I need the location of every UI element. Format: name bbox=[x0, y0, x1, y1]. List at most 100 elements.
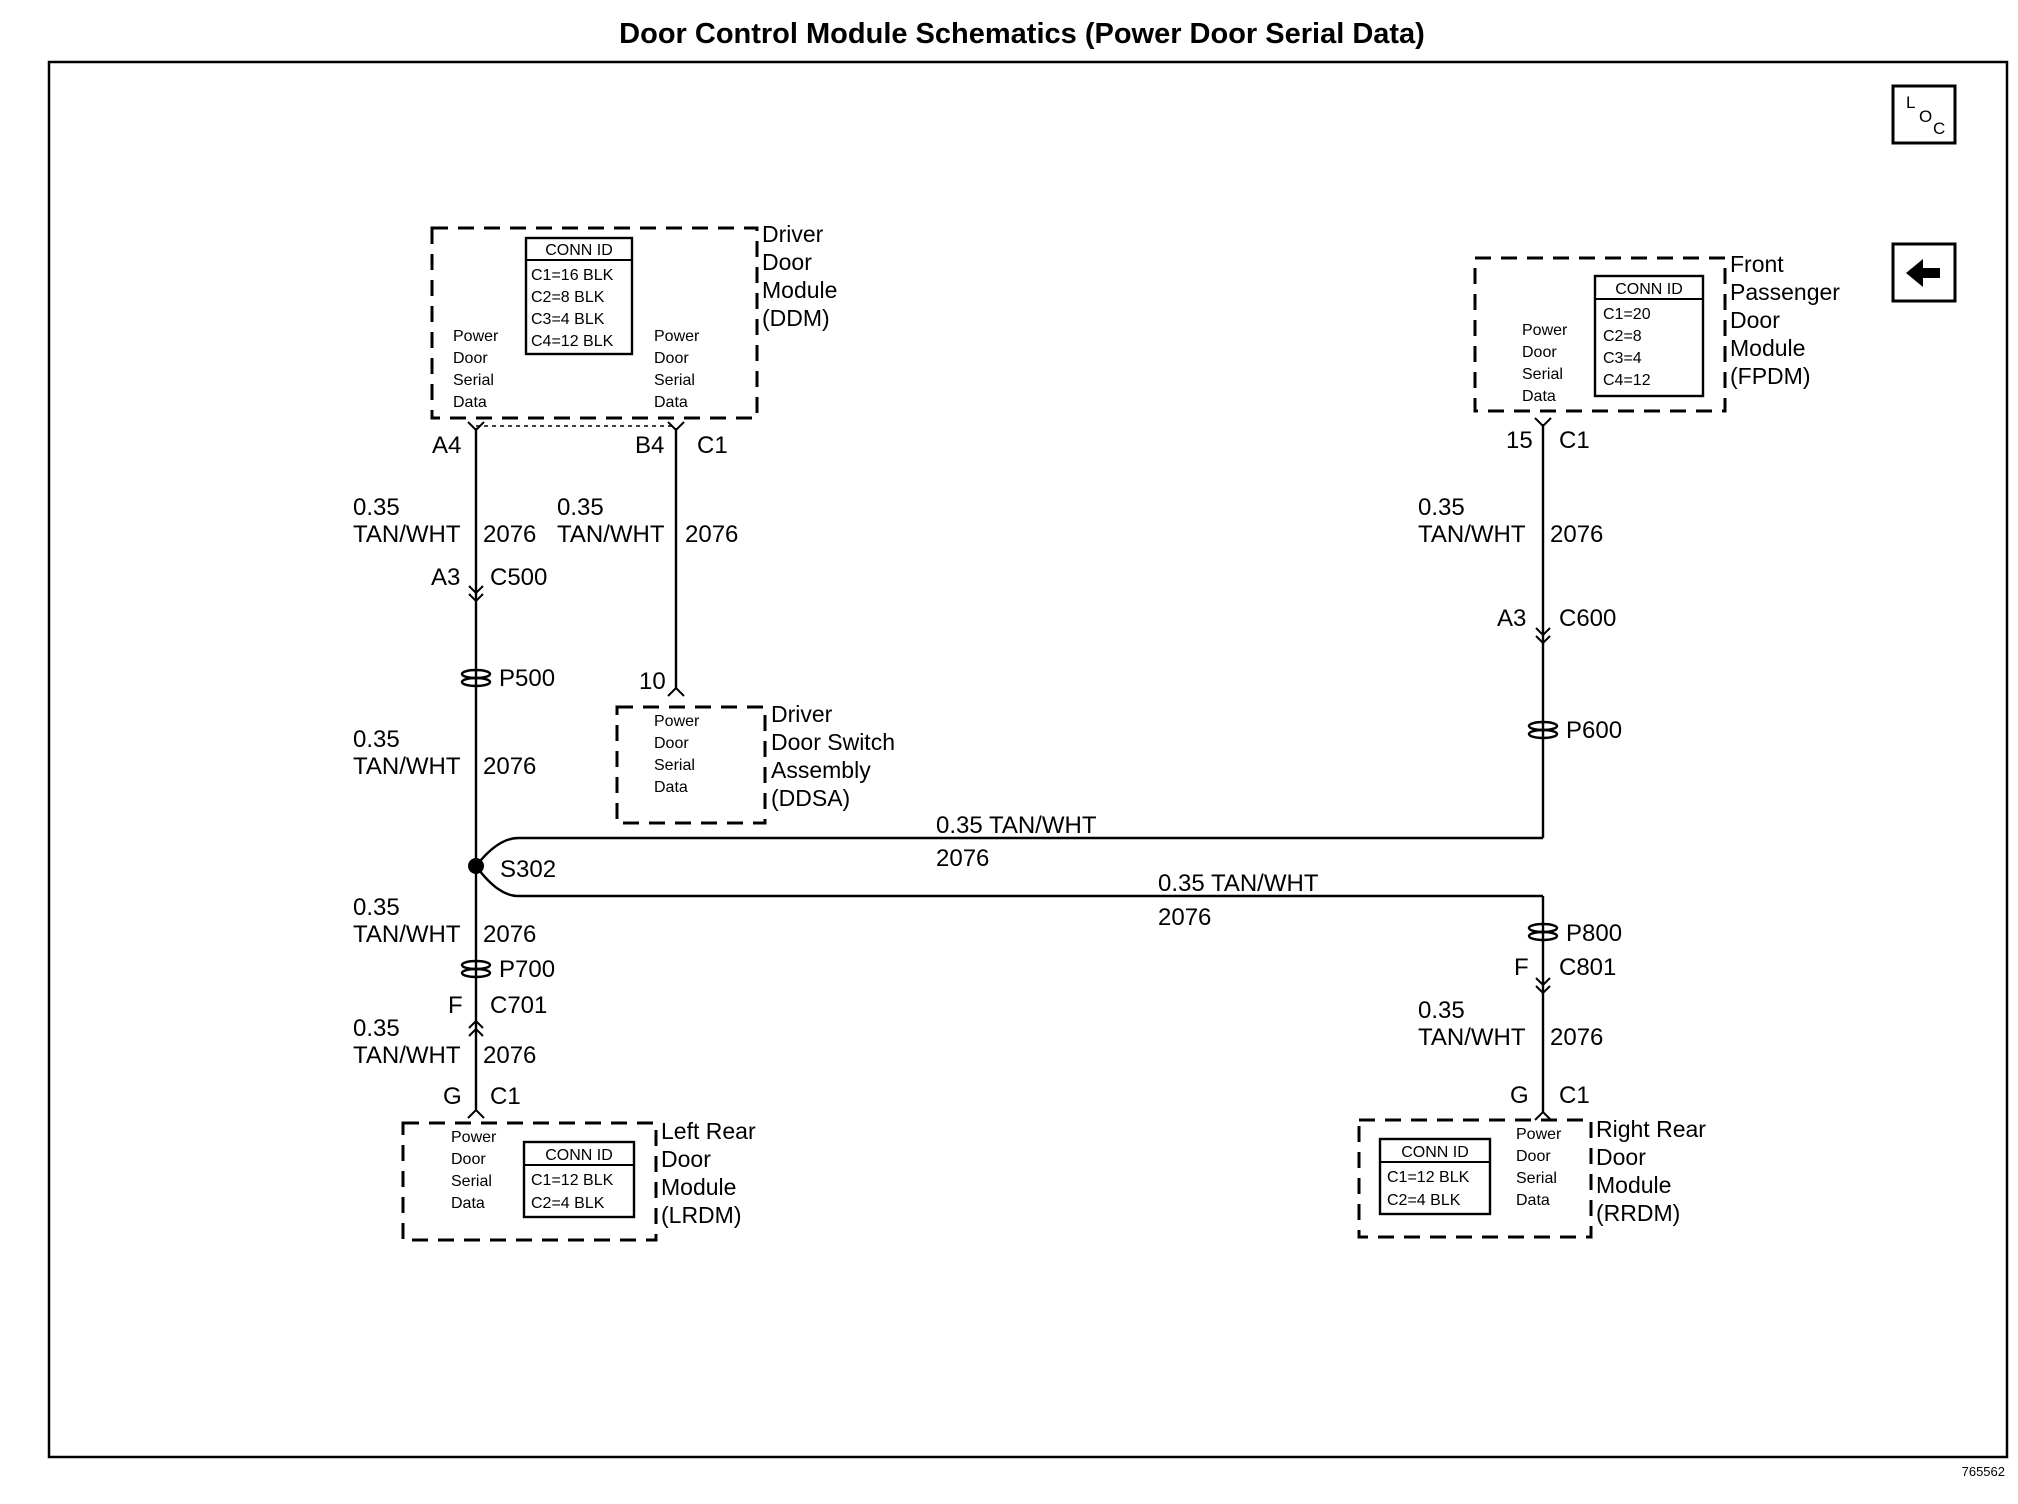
lrdm-pin-label: Power bbox=[451, 1129, 497, 1146]
diagram-label: C2=4 BLK bbox=[531, 1195, 605, 1212]
diagram-label: Door bbox=[453, 350, 488, 367]
diagram-label: Door bbox=[654, 350, 689, 367]
diagram-label: Serial bbox=[1522, 366, 1563, 383]
diagram-label: 0.35 bbox=[1418, 494, 1465, 521]
diagram-label: 0.35 bbox=[353, 1015, 400, 1042]
diagram-label: 2076 bbox=[483, 921, 536, 948]
ddm-conn-header: CONN ID bbox=[545, 242, 613, 259]
grommet-p500-label: P500 bbox=[499, 665, 555, 692]
grommet-p500 bbox=[460, 668, 492, 688]
diagram-label: Module bbox=[762, 277, 837, 303]
diagram-label: Passenger bbox=[1730, 279, 1840, 305]
diagram-label: (RRDM) bbox=[1596, 1200, 1680, 1226]
diagram-label: 2076 bbox=[483, 1042, 536, 1069]
diagram-label: Serial bbox=[1516, 1170, 1557, 1187]
diagram-label: A3 bbox=[431, 564, 460, 591]
ddm-conn-c3: C3=4 BLK bbox=[531, 311, 605, 328]
diagram-label: (DDM) bbox=[762, 305, 830, 331]
diagram-label: G bbox=[443, 1083, 462, 1110]
grommet-p800 bbox=[1527, 922, 1559, 942]
grommet-p600 bbox=[1527, 720, 1559, 740]
loc-icon[interactable]: L O C bbox=[1891, 84, 1957, 145]
diagram-label: C1 bbox=[1559, 427, 1590, 454]
diagram-label: C1 bbox=[1559, 1082, 1590, 1109]
diagram-label: F bbox=[1514, 954, 1529, 981]
diagram-label: G bbox=[1510, 1082, 1529, 1109]
diagram-label: C1 bbox=[490, 1083, 521, 1110]
ddm-right-pin-label: Power bbox=[654, 328, 700, 345]
diagram-label: 0.35 bbox=[353, 894, 400, 921]
diagram-label: O bbox=[1919, 107, 1932, 126]
conn-c1-label: C1 bbox=[697, 432, 728, 459]
diagram-label: TAN/WHT bbox=[353, 521, 461, 548]
left-rear-door-module: CONN ID C1=12 BLK C2=4 BLK Power Door Se… bbox=[401, 1118, 756, 1242]
splice-s302-dot bbox=[468, 858, 484, 874]
conn-c801-label: C801 bbox=[1559, 954, 1616, 981]
diagram-label: C bbox=[1933, 119, 1945, 138]
diagram-label: 0.35 bbox=[557, 494, 604, 521]
diagram-label: 0.35 bbox=[353, 726, 400, 753]
diagram-label: Data bbox=[451, 1195, 485, 1212]
diagram-label: CONN ID bbox=[1401, 1144, 1469, 1161]
page-title: Door Control Module Schematics (Power Do… bbox=[619, 18, 1425, 50]
wiring bbox=[468, 424, 1545, 1112]
ddm-conn-c2: C2=8 BLK bbox=[531, 289, 605, 306]
diagram-label: Serial bbox=[654, 372, 695, 389]
diagram-label: TAN/WHT bbox=[1418, 521, 1526, 548]
diagram-label: CONN ID bbox=[1615, 281, 1683, 298]
left-arrow-icon[interactable] bbox=[1891, 242, 1957, 303]
diagram-label: 2076 bbox=[685, 521, 738, 548]
inline-connectors bbox=[468, 585, 1551, 1037]
fpdm-conn-id-table bbox=[1593, 274, 1705, 398]
ddm-conn-c4: C4=12 BLK bbox=[531, 333, 614, 350]
fpdm-conn-c1: C1=20 bbox=[1603, 306, 1651, 323]
ddsa-pin-label: Power bbox=[654, 713, 700, 730]
diagram-label: (FPDM) bbox=[1730, 363, 1810, 389]
lrdm-conn-c1: C1=12 BLK bbox=[531, 1172, 614, 1189]
lrdm-conn-id-table bbox=[522, 1140, 636, 1219]
rrdm-name: Right Rear bbox=[1596, 1116, 1706, 1142]
grommet-p700-label: P700 bbox=[499, 956, 555, 983]
diagram-label: 0.35 bbox=[353, 494, 400, 521]
pin-b4-label: B4 bbox=[635, 432, 664, 459]
diagram-label: 2076 bbox=[1158, 904, 1211, 931]
diagram-label: A3 bbox=[1497, 605, 1526, 632]
diagram-label: Module bbox=[1596, 1172, 1671, 1198]
fpdm-pin-label: Power bbox=[1522, 322, 1568, 339]
diagram-label: Data bbox=[654, 779, 688, 796]
diagram-label: Door bbox=[661, 1146, 711, 1172]
ddsa-name: Driver bbox=[771, 701, 833, 727]
ddm-name: Driver bbox=[762, 221, 824, 247]
diagram-label: Door bbox=[1596, 1144, 1646, 1170]
fpdm-name: Front bbox=[1730, 251, 1784, 277]
lrdm-name: Left Rear bbox=[661, 1118, 756, 1144]
diagram-label: Module bbox=[1730, 335, 1805, 361]
diagram-label: 2076 bbox=[936, 845, 989, 872]
diagram-label: Data bbox=[1522, 388, 1556, 405]
diagram-label: 0.35 TAN/WHT bbox=[936, 812, 1097, 839]
diagram-label: C4=12 bbox=[1603, 372, 1651, 389]
grommets bbox=[460, 668, 1559, 979]
diagram-label: TAN/WHT bbox=[353, 753, 461, 780]
diagram-label: (LRDM) bbox=[661, 1202, 742, 1228]
splice-s302-label: S302 bbox=[500, 856, 556, 883]
diagram-label: F bbox=[448, 992, 463, 1019]
diagram-label: Door bbox=[1522, 344, 1557, 361]
diagram-label: 2076 bbox=[483, 521, 536, 548]
front-passenger-door-module: CONN ID C1=20 C2=8 C3=4 C4=12 Power Door… bbox=[1473, 251, 1840, 413]
conn-c701-label: C701 bbox=[490, 992, 547, 1019]
diagram-label: 15 bbox=[1506, 427, 1533, 454]
rrdm-pin-label: Power bbox=[1516, 1126, 1562, 1143]
diagram-label: Assembly bbox=[771, 757, 871, 783]
diagram-label: CONN ID bbox=[545, 1147, 613, 1164]
diagram-label: C2=8 bbox=[1603, 328, 1642, 345]
diagram-label: TAN/WHT bbox=[353, 1042, 461, 1069]
diagram-label: Door bbox=[451, 1151, 486, 1168]
ddm-left-pin-label: Power bbox=[453, 328, 499, 345]
diagram-frame bbox=[47, 60, 2009, 1459]
diagram-label: Door bbox=[1730, 307, 1780, 333]
diagram-label: TAN/WHT bbox=[353, 921, 461, 948]
diagram-label: 0.35 bbox=[1418, 997, 1465, 1024]
ddm-conn-c1: C1=16 BLK bbox=[531, 267, 614, 284]
